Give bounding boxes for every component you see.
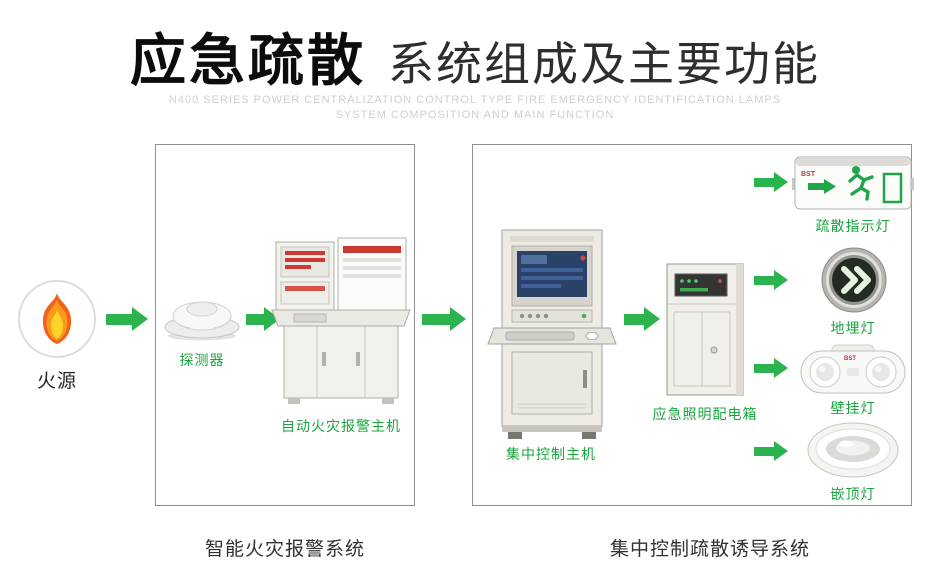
- flame-icon: [42, 293, 72, 344]
- subtitle-line-1: N400 SERIES POWER CENTRALIZATION CONTROL…: [168, 94, 782, 106]
- arrow-bar: [754, 446, 774, 456]
- arrow-bar: [106, 313, 132, 325]
- alarm-host-image: [270, 234, 412, 410]
- control-host-image: [486, 228, 618, 440]
- alarm-host-console-icon: [271, 237, 411, 404]
- distribution-box-image: [664, 262, 746, 398]
- fire-source-label: 火源: [36, 371, 77, 392]
- ground-buried-lamp-label: 地埋灯: [830, 320, 876, 336]
- ceiling-recessed-lamp-label: 嵌顶灯: [830, 486, 876, 502]
- subtitle: N400 SERIES POWER CENTRALIZATION CONTROL…: [0, 93, 950, 123]
- guidance-system-caption: 集中控制疏散诱导系统: [609, 539, 810, 560]
- arrow-head: [774, 270, 788, 290]
- arrow-head: [774, 172, 788, 192]
- evacuation-indicator-lamp-label: 疏散指示灯: [815, 218, 891, 234]
- running-man-icon: [848, 166, 874, 201]
- wall-mounted-lamp-label: 壁挂灯: [830, 400, 876, 416]
- ground-buried-lamp-image: [820, 246, 888, 314]
- page-title: 应急疏散系统组成及主要功能: [0, 16, 950, 97]
- evacuation-indicator-lamp-image: BST: [792, 152, 914, 214]
- arrow-head: [644, 307, 660, 331]
- detector-label: 探测器: [179, 352, 225, 368]
- fire-source-badge: [18, 280, 96, 358]
- smoke-detector-icon: [164, 301, 240, 341]
- subtitle-line-2: SYSTEM COMPOSITION AND MAIN FUNCTION: [335, 109, 615, 121]
- alarm-system-caption: 智能火灾报警系统: [204, 539, 365, 560]
- arrow-head: [774, 441, 788, 461]
- flow-arrow: [754, 358, 788, 378]
- flow-arrow: [754, 441, 788, 461]
- arrow-bar: [754, 363, 774, 373]
- arrow-head: [132, 307, 148, 331]
- arrow-bar: [246, 313, 264, 325]
- control-host-cabinet-icon: [487, 229, 617, 439]
- distribution-box-icon: [666, 263, 744, 396]
- flow-arrow: [422, 307, 466, 331]
- brand-logo-text: BST: [801, 171, 816, 178]
- flow-arrow: [754, 270, 788, 290]
- brand-logo-text: BST: [844, 356, 856, 362]
- arrow-bar: [754, 275, 774, 285]
- arrow-head: [774, 358, 788, 378]
- flow-arrow: [106, 307, 148, 331]
- flow-arrow: [624, 307, 660, 331]
- wall-mounted-lamp-image: BST: [798, 342, 908, 396]
- title-main: 应急疏散: [130, 29, 366, 92]
- title-sub: 系统组成及主要功能: [388, 38, 820, 90]
- arrow-bar: [754, 177, 774, 187]
- arrow-bar: [422, 313, 450, 325]
- ground-lamp-icon: [821, 247, 887, 313]
- wall-lamp-icon: BST: [800, 344, 906, 394]
- exit-sign-icon: BST: [792, 156, 914, 210]
- arrow-bar: [624, 313, 644, 325]
- flow-arrow: [754, 172, 788, 192]
- ceiling-recessed-lamp-image: [806, 420, 900, 480]
- alarm-host-label: 自动火灾报警主机: [281, 418, 401, 434]
- control-host-label: 集中控制主机: [506, 446, 596, 462]
- ceiling-lamp-icon: [807, 422, 899, 478]
- distribution-box-label: 应急照明配电箱: [652, 406, 758, 422]
- arrow-head: [450, 307, 466, 331]
- smoke-detector-image: [160, 284, 244, 342]
